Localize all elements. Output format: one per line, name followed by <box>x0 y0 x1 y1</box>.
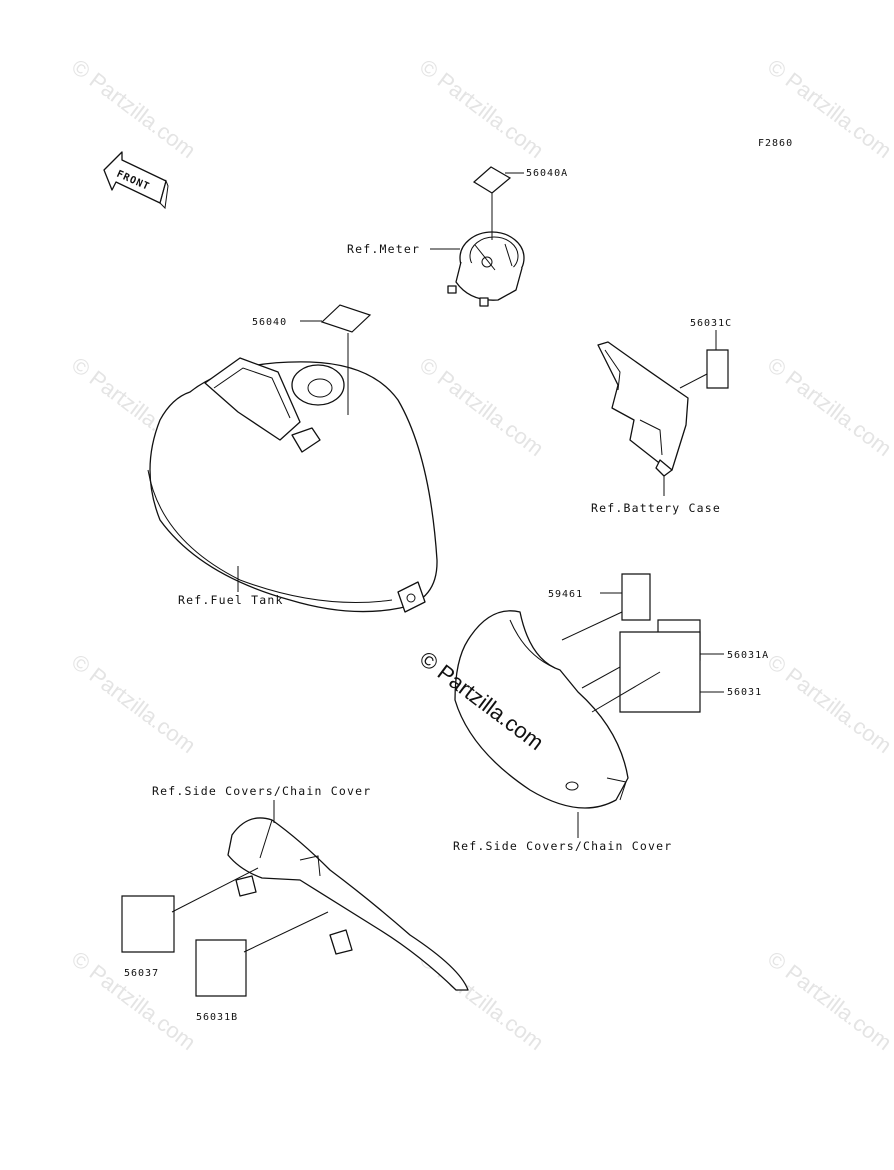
part-59461: 59461 <box>548 589 583 600</box>
battery-case-illustration <box>597 341 689 477</box>
ref-fuel-tank: Ref.Fuel Tank <box>178 593 284 607</box>
watermark: © Partzilla.com <box>67 649 200 758</box>
decal-56031C <box>706 349 729 389</box>
watermark: © Partzilla.com <box>67 54 200 163</box>
part-56040A: 56040A <box>526 168 568 179</box>
watermark: © Partzilla.com <box>67 946 200 1055</box>
part-56031A: 56031A <box>727 650 769 661</box>
decal-56040 <box>320 304 372 333</box>
watermark: © Partzilla.com <box>763 946 894 1055</box>
part-56040: 56040 <box>252 317 287 328</box>
watermark-layer: © Partzilla.com © Partzilla.com © Partzi… <box>67 54 894 1055</box>
right-side-cover-illustration <box>454 610 629 809</box>
decal-56037 <box>121 895 175 953</box>
decal-59461 <box>621 573 651 621</box>
fuel-tank-illustration <box>147 357 438 613</box>
chain-cover-illustration <box>227 817 469 991</box>
ref-battery-case: Ref.Battery Case <box>591 501 721 515</box>
ref-meter: Ref.Meter <box>347 242 420 256</box>
part-56031: 56031 <box>727 687 762 698</box>
watermark: © Partzilla.com <box>763 649 894 758</box>
figure-code: F2860 <box>758 138 793 149</box>
part-56031C: 56031C <box>690 318 732 329</box>
front-arrow-icon: FRONT <box>103 151 169 210</box>
watermark: © Partzilla.com <box>763 352 894 461</box>
ref-side-covers-right: Ref.Side Covers/Chain Cover <box>453 839 672 853</box>
decal-56040A <box>472 166 512 194</box>
watermark: © Partzilla.com <box>415 54 548 163</box>
part-56037: 56037 <box>124 968 159 979</box>
ref-side-covers-left: Ref.Side Covers/Chain Cover <box>152 784 371 798</box>
decal-56031B <box>195 939 247 997</box>
part-56031B: 56031B <box>196 1012 238 1023</box>
meter-illustration <box>447 231 525 307</box>
watermark: © Partzilla.com <box>415 352 548 461</box>
